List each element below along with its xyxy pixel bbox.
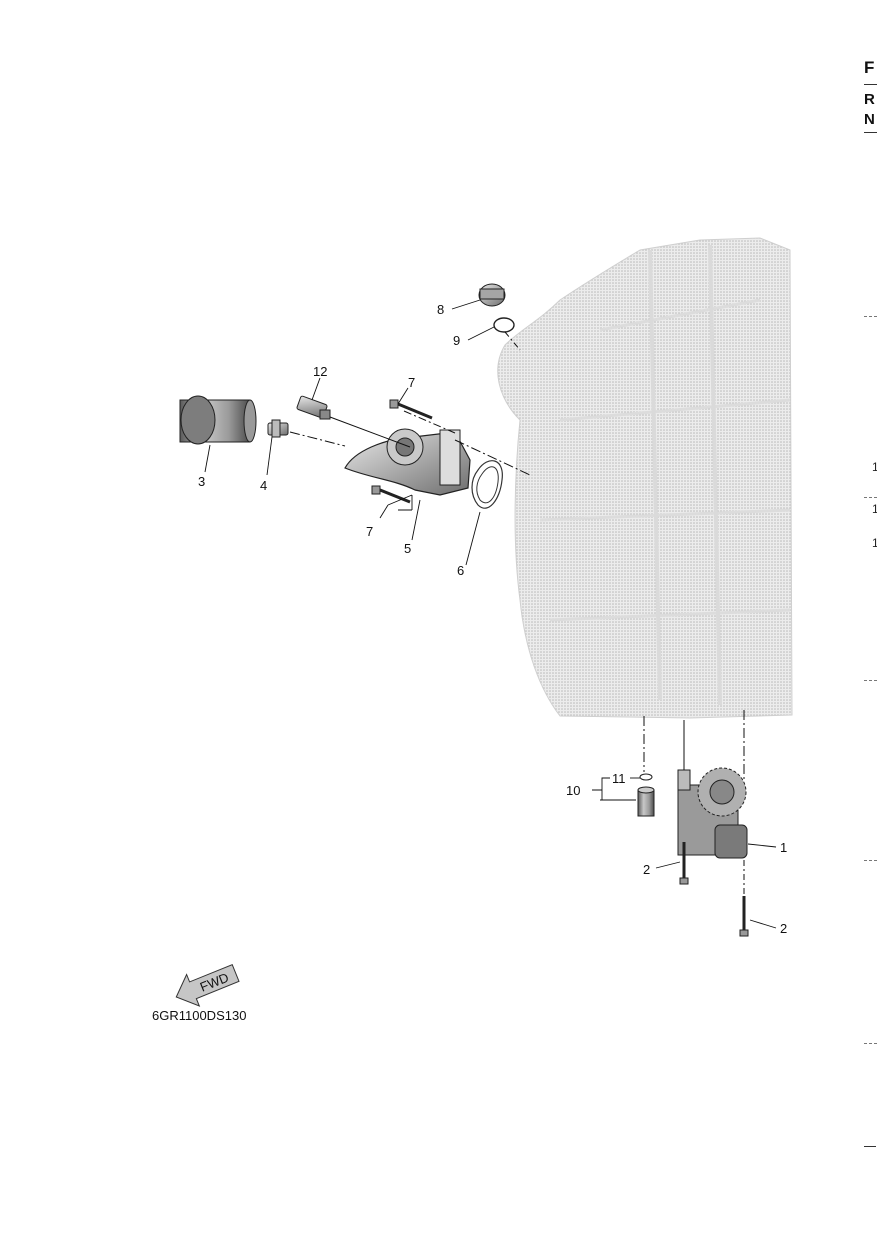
small-o-ring bbox=[639, 773, 653, 781]
callout-2b: 2 bbox=[780, 921, 787, 936]
edge-letter-r: R bbox=[864, 91, 875, 108]
dowel-pin bbox=[637, 786, 655, 817]
callout-10: 10 bbox=[566, 783, 580, 798]
callout-1: 1 bbox=[780, 840, 787, 855]
edge-fragment-1b: 1 bbox=[872, 502, 877, 516]
gasket bbox=[471, 460, 503, 509]
oil-filter bbox=[179, 395, 257, 445]
callout-2a: 2 bbox=[643, 862, 650, 877]
union-bolt bbox=[267, 419, 289, 438]
o-ring bbox=[493, 317, 515, 333]
callout-8: 8 bbox=[437, 302, 444, 317]
edge-fragment-1c: 1 bbox=[872, 536, 877, 550]
callout-9: 9 bbox=[453, 333, 460, 348]
fwd-arrow: FWD bbox=[175, 964, 240, 1007]
assembly-lines bbox=[289, 331, 745, 895]
callout-7a: 7 bbox=[408, 375, 415, 390]
oil-pressure-sensor bbox=[296, 395, 331, 420]
callout-5: 5 bbox=[404, 541, 411, 556]
engine-block bbox=[497, 237, 793, 719]
bolt-upper bbox=[389, 399, 433, 420]
leader-lines bbox=[204, 299, 777, 929]
oil-pump bbox=[677, 767, 748, 859]
edge-fragment-1a: 1 bbox=[872, 460, 877, 474]
callout-4: 4 bbox=[260, 478, 267, 493]
diagram-code: 6GR1100DS130 bbox=[152, 1008, 247, 1023]
callout-3: 3 bbox=[198, 474, 205, 489]
callout-11: 11 bbox=[612, 771, 626, 786]
callout-7b: 7 bbox=[366, 524, 373, 539]
bolt-lower bbox=[371, 485, 411, 504]
callout-12: 12 bbox=[313, 364, 327, 379]
callout-6: 6 bbox=[457, 563, 464, 578]
oil-filler-cap bbox=[478, 283, 506, 307]
edge-letter-n: N bbox=[864, 111, 875, 128]
callout-numbers: 1 2 2 3 4 5 6 7 7 8 9 10 11 12 bbox=[198, 302, 787, 936]
pump-bolt-left bbox=[679, 842, 689, 885]
pump-bolt-right bbox=[739, 896, 749, 937]
edge-letter-f: F bbox=[864, 58, 875, 77]
oil-filter-bracket bbox=[344, 428, 471, 496]
